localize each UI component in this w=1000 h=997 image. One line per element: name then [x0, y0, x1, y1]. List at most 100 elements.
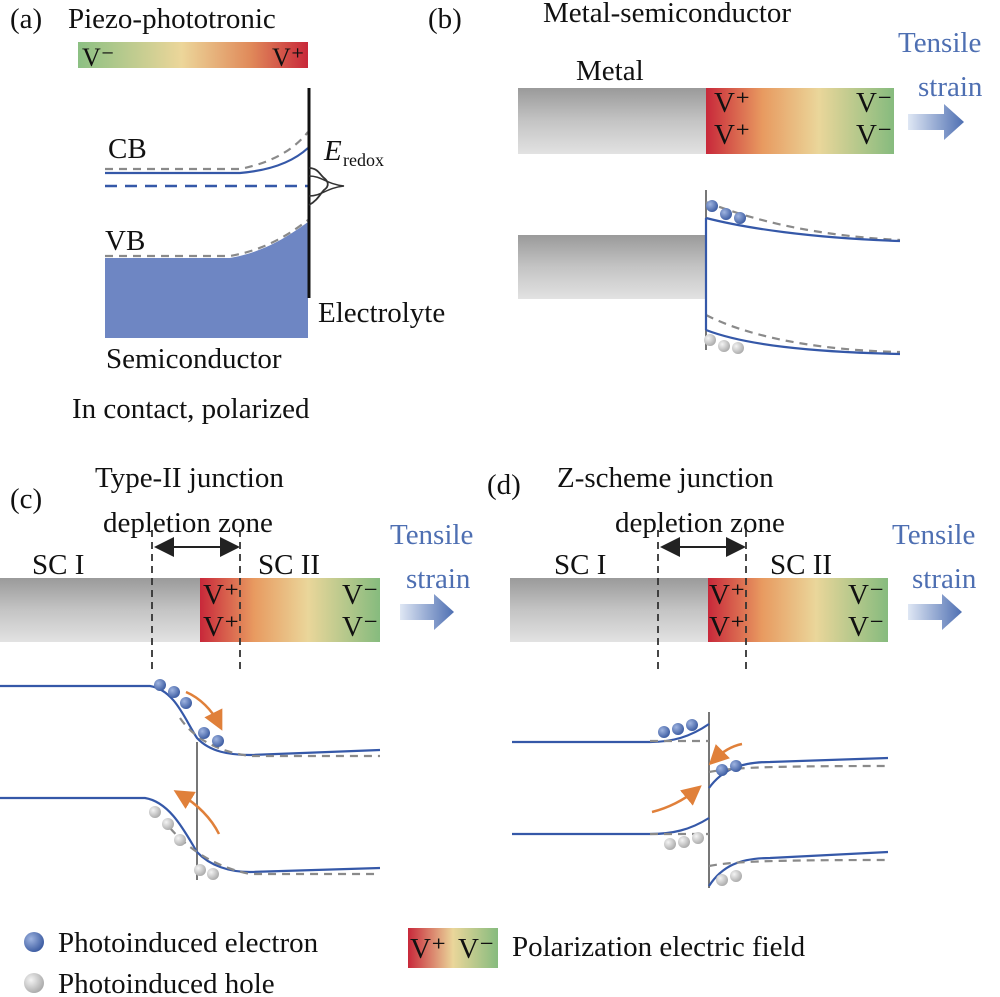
panel-c-title-2: depletion zone — [103, 507, 273, 539]
d-vminus-1: V⁻ — [848, 579, 884, 611]
legend-hole-icon — [24, 973, 44, 993]
d-vb-right — [708, 850, 889, 887]
panel-a: (a) Piezo-phototronic V⁻ V⁺ CB VB E redo… — [10, 3, 445, 425]
electron-icon — [720, 208, 732, 220]
electron-icon — [180, 697, 192, 709]
redox-distribution — [308, 167, 329, 206]
legend-field-minus: V⁻ — [458, 933, 494, 965]
hole-icon — [664, 838, 676, 850]
d-cb-right-dashed — [708, 764, 889, 774]
c-tensile-arrow-icon — [400, 594, 454, 630]
d-electron-flow-arrow — [708, 742, 743, 766]
electrolyte-label: Electrolyte — [318, 297, 445, 329]
valence-band-region — [105, 222, 308, 338]
legend-electron-label: Photoinduced electron — [58, 927, 319, 959]
b-vplus-1: V⁺ — [714, 87, 750, 119]
c-sc2-label: SC II — [258, 549, 320, 581]
metal-band-block — [518, 235, 706, 299]
d-strain-label-1: Tensile — [892, 519, 975, 551]
panel-a-tag: (a) — [10, 3, 42, 35]
b-strain-label-1: Tensile — [898, 27, 981, 59]
e-redox-subscript: redox — [343, 150, 384, 170]
panel-a-caption: In contact, polarized — [72, 393, 310, 425]
panel-d-tag: (d) — [487, 469, 521, 501]
panel-c-title-1: Type-II junction — [95, 462, 284, 494]
c-sc1-block — [0, 578, 200, 642]
d-tensile-arrow-icon — [908, 594, 962, 630]
panel-b-tag: (b) — [428, 3, 462, 35]
electron-icon — [198, 727, 210, 739]
d-sc1-label: SC I — [554, 549, 606, 581]
electron-icon — [706, 200, 718, 212]
b-vminus-1: V⁻ — [856, 87, 892, 119]
hole-icon — [730, 870, 742, 882]
panel-d-title-2: depletion zone — [615, 507, 785, 539]
d-sc2-label: SC II — [770, 549, 832, 581]
legend-field-plus: V⁺ — [410, 933, 446, 965]
vb-label: VB — [105, 225, 145, 257]
metal-label: Metal — [576, 55, 644, 87]
b-tensile-arrow-icon — [908, 104, 964, 140]
c-cb-curve — [0, 684, 381, 757]
d-recombination-arrow — [651, 785, 702, 814]
electron-icon — [212, 735, 224, 747]
electron-icon — [734, 212, 746, 224]
hole-icon — [732, 342, 744, 354]
b-strain-label-2: strain — [918, 71, 983, 103]
c-sc1-label: SC I — [32, 549, 84, 581]
electron-icon — [168, 686, 180, 698]
b-cb-curve — [705, 216, 901, 243]
c-strain-label-2: strain — [406, 563, 471, 595]
c-vplus-2: V⁺ — [203, 611, 239, 643]
hole-icon — [692, 832, 704, 844]
d-vminus-2: V⁻ — [848, 611, 884, 643]
b-cb-dashed — [705, 200, 901, 242]
b-vplus-2: V⁺ — [714, 119, 750, 151]
hole-icon — [174, 834, 186, 846]
conduction-band-curve — [105, 147, 309, 175]
legend-field-swatch — [408, 928, 498, 968]
c-electron-flow-arrow — [185, 690, 223, 731]
panel-c: (c) Type-II junction depletion zone SC I… — [0, 462, 473, 880]
panel-b: (b) Metal-semiconductor Metal V⁺ V⁺ V⁻ V… — [428, 0, 983, 356]
electron-icon — [154, 679, 166, 691]
c-vplus-1: V⁺ — [203, 579, 239, 611]
electron-icon — [658, 726, 670, 738]
c-vminus-2: V⁻ — [342, 611, 378, 643]
hole-icon — [678, 836, 690, 848]
panel-d: (d) Z-scheme junction depletion zone SC … — [487, 462, 977, 888]
panel-b-title: Metal-semiconductor — [543, 0, 791, 29]
cb-flat-dashed — [105, 131, 309, 171]
c-vminus-1: V⁻ — [342, 579, 378, 611]
electron-icon — [716, 764, 728, 776]
bar-plus-label: V⁺ — [272, 43, 305, 72]
semiconductor-label: Semiconductor — [106, 343, 282, 375]
d-vb-left — [512, 817, 710, 836]
hole-icon — [704, 334, 716, 346]
electron-icon — [672, 723, 684, 735]
panel-c-tag: (c) — [10, 483, 42, 515]
c-vb-dashed — [169, 827, 380, 876]
d-vplus-2: V⁺ — [709, 611, 745, 643]
electron-icon — [686, 719, 698, 731]
c-strain-label-1: Tensile — [390, 519, 473, 551]
b-vb-dashed — [705, 314, 901, 354]
d-strain-label-2: strain — [912, 563, 977, 595]
d-vb-right-dashed — [708, 858, 889, 868]
legend-electron-icon — [24, 932, 44, 952]
strained-semiconductor-block — [706, 88, 894, 154]
hole-icon — [207, 868, 219, 880]
legend-field-label: Polarization electric field — [512, 931, 806, 963]
panel-a-title: Piezo-phototronic — [68, 3, 276, 35]
panel-d-title-1: Z-scheme junction — [557, 462, 774, 494]
d-sc1-block — [510, 578, 708, 642]
hole-icon — [149, 806, 161, 818]
hole-icon — [718, 340, 730, 352]
e-redox-symbol: E — [323, 135, 342, 167]
c-hole-flow-arrow — [173, 790, 221, 835]
hole-icon — [162, 818, 174, 830]
electron-icon — [730, 760, 742, 772]
metal-block — [518, 88, 706, 154]
polarization-bar — [78, 42, 308, 68]
